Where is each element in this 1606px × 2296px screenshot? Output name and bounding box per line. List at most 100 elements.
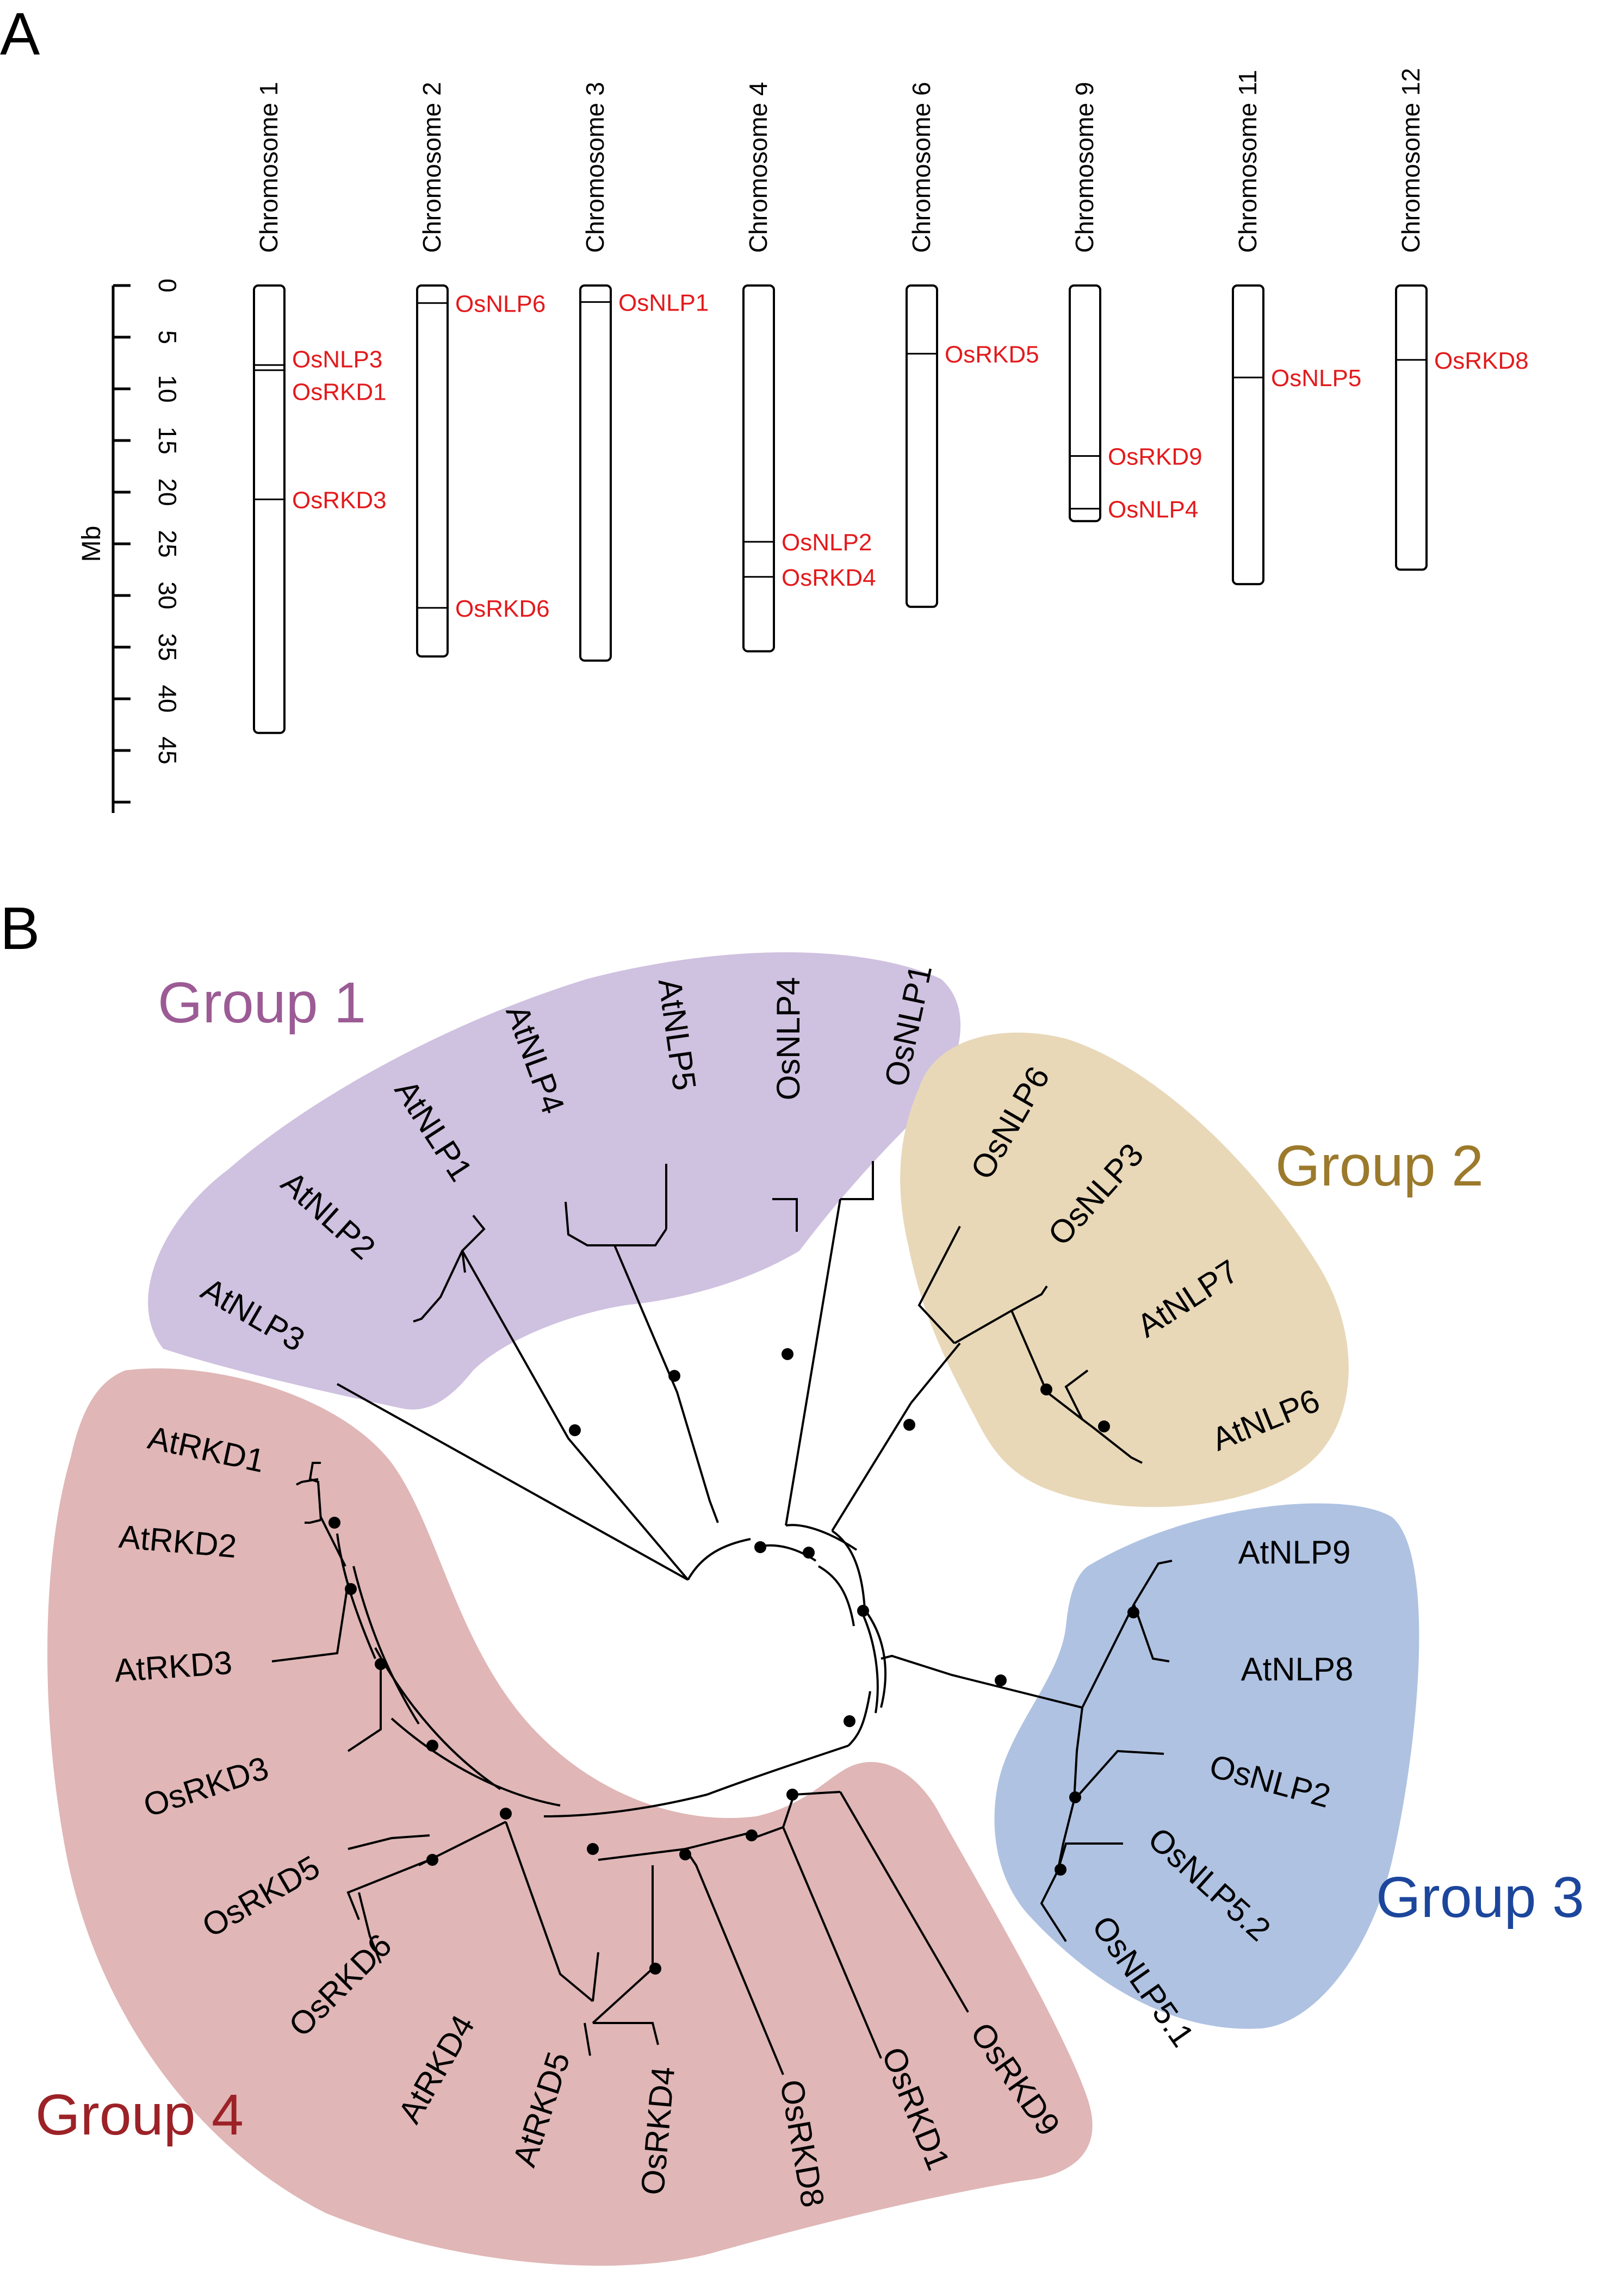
tree-node-dot (857, 1605, 869, 1617)
tree-node-dot (668, 1370, 680, 1382)
leaf-label: AtNLP9 (1238, 1534, 1351, 1571)
tree-branch (864, 1609, 887, 1708)
chromosome-bars: Chromosome 1OsNLP3OsRKD1OsRKD3Chromosome… (253, 68, 1529, 734)
tree-branch (429, 1821, 506, 1861)
tree-branch (706, 1745, 849, 1796)
chromosome-bar (416, 284, 449, 658)
tree-node-dot (786, 1789, 798, 1801)
tree-branch (336, 1533, 376, 1659)
scale-tick-label: 0 (153, 278, 182, 293)
tree-branch (785, 1524, 858, 1551)
tree-branch (337, 1383, 689, 1581)
tree-node-dot (844, 1715, 855, 1727)
tree-node-dot (746, 1829, 758, 1841)
tree-branch (954, 1285, 1048, 1344)
tree-node-dot (345, 1583, 357, 1595)
tree-branch (1064, 1369, 1089, 1420)
gene-label: OsNLP6 (455, 290, 545, 317)
leaf-label: OsNLP4 (770, 977, 807, 1101)
tree-branch (1092, 1426, 1143, 1464)
tree-branch (352, 1566, 420, 1725)
gene-label: OsRKD9 (1108, 444, 1202, 470)
chromosome-title: Chromosome 12 (1397, 68, 1425, 253)
group-3-region (994, 1503, 1419, 2029)
tree-branch (1081, 1604, 1135, 1708)
gene-label: OsNLP1 (618, 289, 709, 316)
tree-branch (461, 1250, 689, 1581)
scale-tick-label: 15 (153, 426, 182, 454)
chromosome-bar (1232, 284, 1264, 586)
tree-branch (461, 1214, 486, 1273)
scale-tick-label: 40 (153, 685, 182, 712)
mb-scale (111, 284, 131, 813)
chromosome-bar (579, 284, 612, 662)
tree-branch (348, 1834, 430, 1850)
tree-node-dot (903, 1419, 915, 1431)
scale-tick-label: 25 (153, 530, 182, 557)
tree-branch (880, 1654, 1083, 1709)
chromosome-bar (742, 284, 775, 653)
group-1-region (148, 952, 961, 1410)
chromosome-bar (1069, 284, 1101, 523)
scale-tick-label: 5 (153, 330, 182, 344)
chromosome-title: Chromosome 2 (418, 82, 446, 253)
gene-label: OsRKD5 (945, 341, 1039, 368)
tree-node-dot (426, 1740, 438, 1752)
tree-node-dot (500, 1808, 512, 1820)
tree-branch (584, 2022, 591, 2056)
tree-branch (917, 1226, 961, 1344)
tree-branch (592, 1952, 599, 2002)
tree-branch (847, 1691, 871, 1747)
tree-branch (346, 1859, 430, 1920)
tree-branch (831, 1402, 912, 1532)
gene-label: OsRKD6 (455, 595, 550, 622)
tree-branch (505, 1821, 594, 2002)
tree-branch (785, 1199, 841, 1526)
scale-axis-title: Mb (77, 526, 106, 562)
tree-branch (687, 1538, 751, 1580)
tree-branch (1133, 1604, 1170, 1662)
group-label-2: Group 2 (1275, 1134, 1484, 1198)
chromosome-bar (1395, 284, 1428, 571)
scale-tick-label: 30 (153, 581, 182, 609)
tree-node-dot (1055, 1864, 1066, 1876)
chromosome-title: Chromosome 9 (1070, 82, 1099, 253)
tree-branch (1040, 1870, 1067, 1943)
scale-tick-label: 35 (153, 633, 182, 661)
leaf-label: AtRKD3 (113, 1645, 233, 1689)
chromosome-title: Chromosome 1 (255, 82, 283, 253)
chromosome-title: Chromosome 11 (1233, 70, 1262, 253)
tree-branch (818, 1565, 855, 1627)
tree-node-dot (375, 1658, 387, 1670)
bootstrap-nodes (328, 1348, 1139, 1975)
tree-branch (910, 1342, 961, 1404)
tree-branch (861, 1612, 879, 1714)
chromosome-title: Chromosome 3 (581, 82, 609, 253)
tree-node-dot (587, 1843, 599, 1855)
tree-branch (296, 1478, 319, 1486)
tree-node-dot (782, 1348, 793, 1360)
tree-branch (308, 1462, 322, 1521)
panel-label-a: A (0, 1, 40, 67)
gene-label: OsNLP3 (292, 346, 382, 373)
tree-branch (593, 2022, 659, 2045)
tree-branch (772, 1198, 798, 1232)
tree-branch (543, 1794, 708, 1817)
gene-label: OsNLP2 (782, 529, 872, 556)
tree-branch (413, 1250, 463, 1323)
tree-branch (831, 1530, 866, 1610)
group-regions (47, 952, 1419, 2266)
gene-label: OsRKD8 (1434, 347, 1529, 374)
scale-tick-label: 10 (153, 375, 182, 402)
tree-branch (1133, 1560, 1173, 1605)
gene-label: OsRKD1 (292, 378, 387, 405)
group-label-4: Group 4 (35, 2083, 244, 2147)
tree-node-dot (649, 1963, 661, 1975)
tree-branch (1073, 1749, 1164, 1801)
tree-node-dot (1069, 1791, 1081, 1803)
scale-tick-label: 20 (153, 478, 182, 506)
tree-branch (782, 1827, 882, 2059)
tree-node-dot (426, 1854, 438, 1866)
leaf-label: AtNLP8 (1241, 1651, 1354, 1687)
